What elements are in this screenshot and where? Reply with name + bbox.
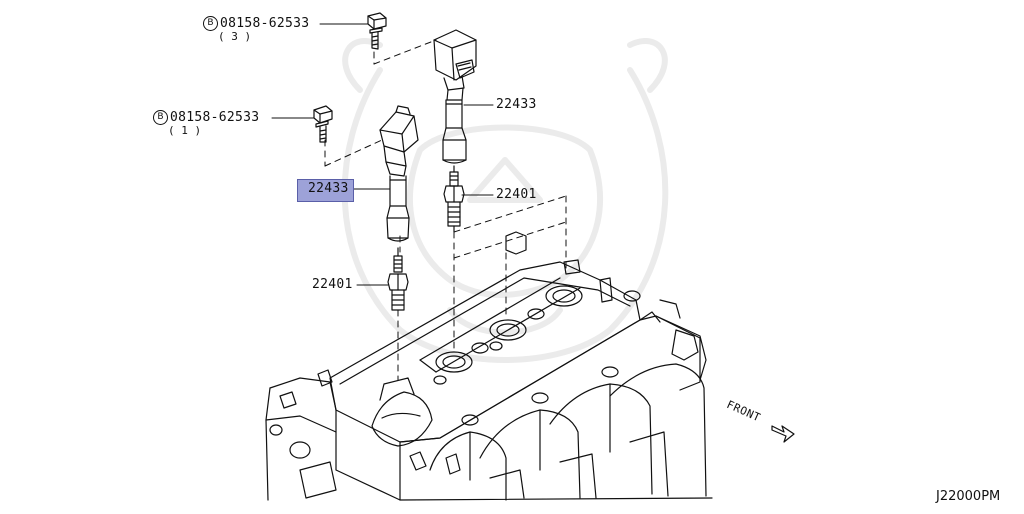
bolt-front [313, 105, 333, 143]
highlight-box [297, 179, 354, 202]
ignition-coil-rear [433, 29, 477, 164]
label-bolt-front-qty: ( 1 ) [168, 124, 202, 137]
spark-plug-front [387, 247, 409, 311]
label-bolt-rear-part-number[interactable]: 08158-62533 [220, 16, 310, 31]
spark-plug-rear [443, 165, 465, 233]
assembly-dashed-lines [324, 39, 567, 381]
bolt-marker-b: B [153, 110, 168, 125]
bolt-marker-b: B [203, 16, 218, 31]
label-plug-rear-part-number[interactable]: 22401 [496, 187, 537, 202]
label-plug-front-part-number[interactable]: 22401 [312, 277, 353, 292]
engine-cylinder-head [265, 231, 713, 501]
bolt-rear [367, 12, 387, 50]
diagram-code: J22000PM [936, 489, 1001, 504]
leader-lines [271, 23, 494, 286]
label-coil-front-part-number[interactable]: 22433 [308, 181, 349, 196]
ignition-coil-front [379, 105, 419, 242]
label-bolt-rear-qty: ( 3 ) [218, 30, 252, 43]
label-coil-rear-part-number[interactable]: 22433 [496, 97, 537, 112]
label-bolt-front-part-number[interactable]: 08158-62533 [170, 110, 260, 125]
front-arrow [771, 425, 795, 443]
intake-runners [429, 363, 707, 501]
